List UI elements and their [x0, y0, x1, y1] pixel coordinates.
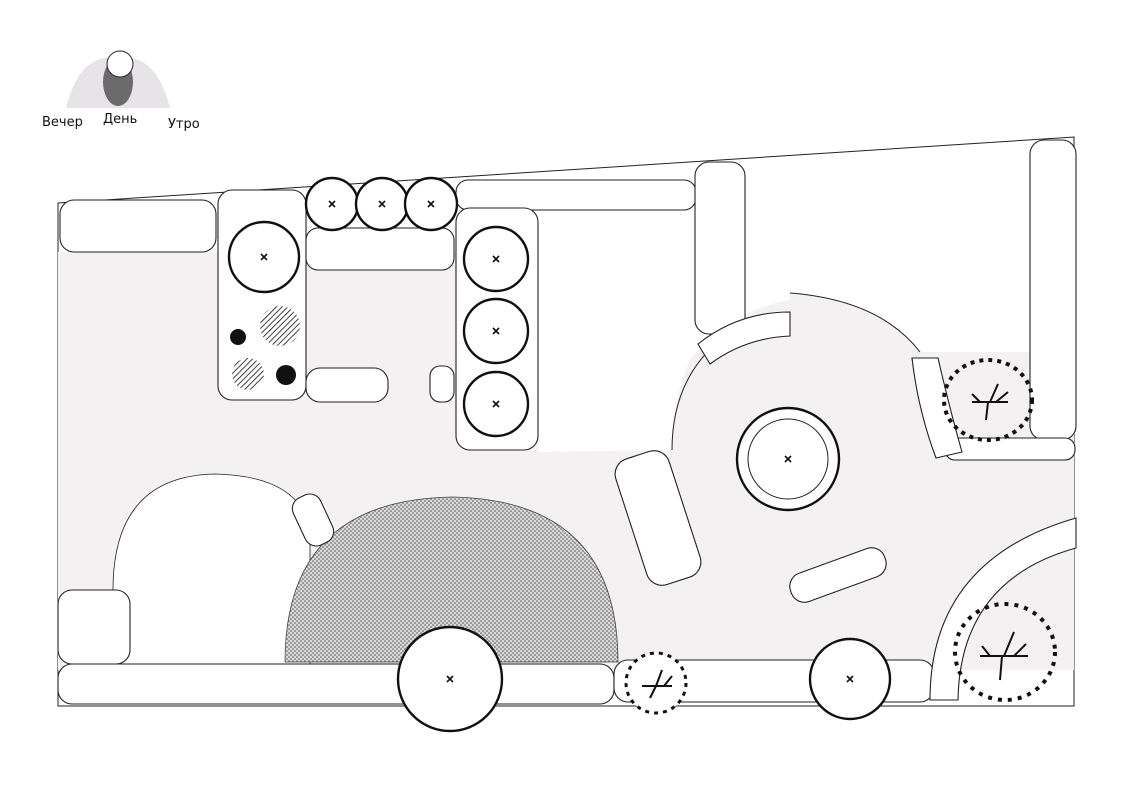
hedge-icon [929, 517, 1077, 701]
perennials [230, 306, 300, 390]
open-area-west-circle [112, 473, 311, 671]
shrubs [624, 358, 1057, 715]
tree-icon [735, 406, 841, 512]
perennial-icon [260, 306, 300, 346]
tree-icon [808, 637, 892, 721]
hedge-icon [911, 357, 963, 459]
hedge-icon [697, 311, 791, 365]
open-area-north [538, 150, 1030, 452]
tree-icon [227, 220, 301, 294]
sun-icon [106, 50, 134, 78]
label-evening: Вечер [42, 115, 83, 130]
shrub-icon [953, 602, 1057, 702]
round-court-outline [789, 292, 921, 353]
label-morning: Утро [168, 117, 200, 132]
perennial-icon [230, 329, 246, 345]
hedge-icon [455, 179, 697, 211]
hedge-icon [944, 437, 1076, 461]
hedge-icon [57, 589, 131, 665]
tree-icon [462, 225, 530, 293]
hedge-icon [305, 367, 389, 403]
tree-icon [462, 297, 530, 365]
tree-icon [354, 176, 410, 232]
tree-icon [396, 625, 504, 733]
hedge-icon [57, 663, 615, 705]
hedge-icon [614, 450, 702, 586]
hedge-icon [59, 199, 217, 253]
shrub-icon [624, 651, 688, 715]
hedge-icon [291, 493, 335, 547]
hedge-icon [694, 161, 746, 335]
hedge-icon [429, 365, 455, 403]
tree-icon [462, 370, 530, 438]
hedge-icon [1029, 139, 1077, 441]
label-day: День [103, 112, 137, 127]
perennial-icon [276, 365, 296, 385]
hedge-icon [789, 547, 887, 603]
tree-icon [304, 176, 360, 232]
hedge-icon [305, 227, 455, 271]
tree-icon [403, 176, 459, 232]
paved-area [284, 496, 619, 663]
trees [227, 176, 892, 733]
shrub-icon [942, 358, 1034, 442]
perennial-icon [232, 358, 264, 390]
sun-diagram: Вечер День Утро [42, 50, 200, 132]
